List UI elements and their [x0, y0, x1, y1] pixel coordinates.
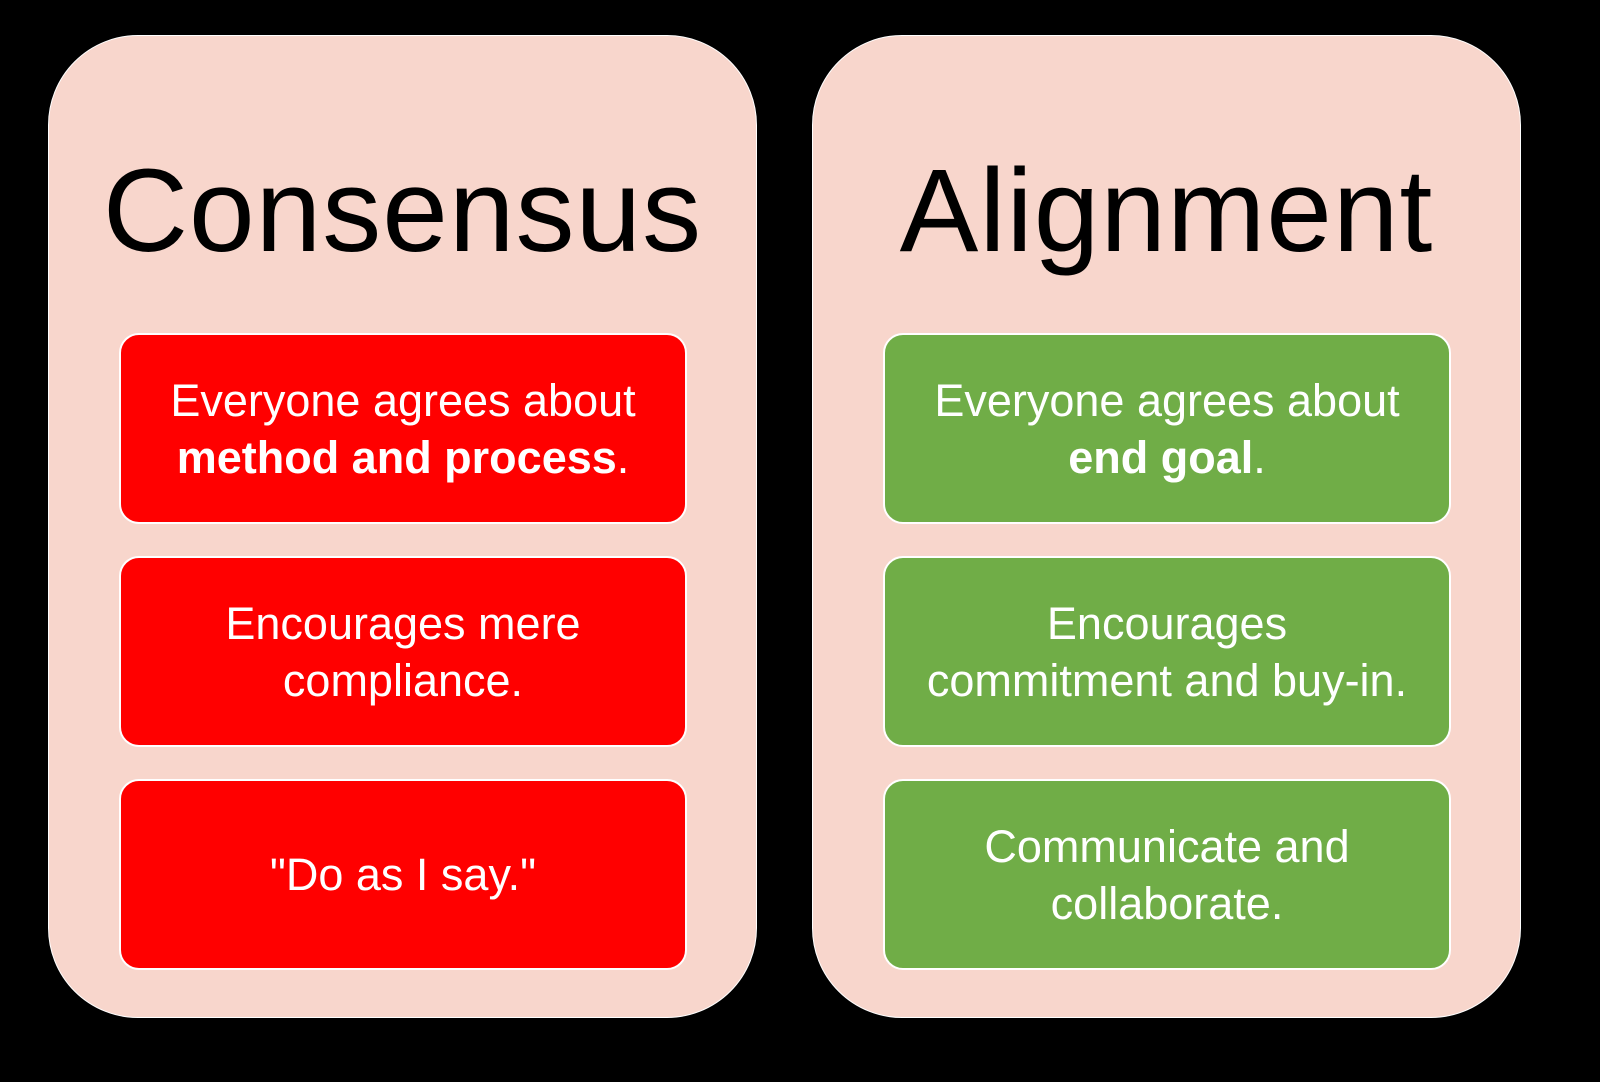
- alignment-title: Alignment: [899, 145, 1434, 277]
- item-text: collaborate.: [1050, 877, 1284, 929]
- item-text: Encourages mere: [225, 597, 581, 649]
- consensus-item-agreement: Everyone agrees about method and process…: [119, 333, 687, 524]
- item-text: Communicate and: [984, 820, 1350, 872]
- item-text: compliance.: [282, 654, 524, 706]
- consensus-panel: Consensus Everyone agrees about method a…: [48, 35, 757, 1018]
- item-emphasis: method and process: [176, 431, 617, 483]
- alignment-item-commitment: Encourages commitment and buy-in.: [883, 556, 1451, 747]
- item-suffix: .: [1253, 431, 1266, 483]
- item-text: "Do as I say.": [269, 849, 537, 900]
- item-text: Everyone agrees about: [170, 374, 636, 426]
- item-emphasis: end goal: [1068, 431, 1254, 483]
- item-text: Encourages: [1046, 597, 1288, 649]
- item-suffix: .: [616, 431, 630, 483]
- consensus-item-compliance: Encourages mere compliance.: [119, 556, 687, 747]
- item-text: Everyone agrees about: [934, 374, 1400, 426]
- alignment-item-collaborate: Communicate and collaborate.: [883, 779, 1451, 970]
- alignment-panel: Alignment Everyone agrees about end goal…: [812, 35, 1521, 1018]
- item-text: commitment and buy-in.: [926, 654, 1408, 706]
- consensus-title: Consensus: [102, 145, 703, 277]
- alignment-item-agreement: Everyone agrees about end goal.: [883, 333, 1451, 524]
- consensus-item-do-as-i-say: "Do as I say.": [119, 779, 687, 970]
